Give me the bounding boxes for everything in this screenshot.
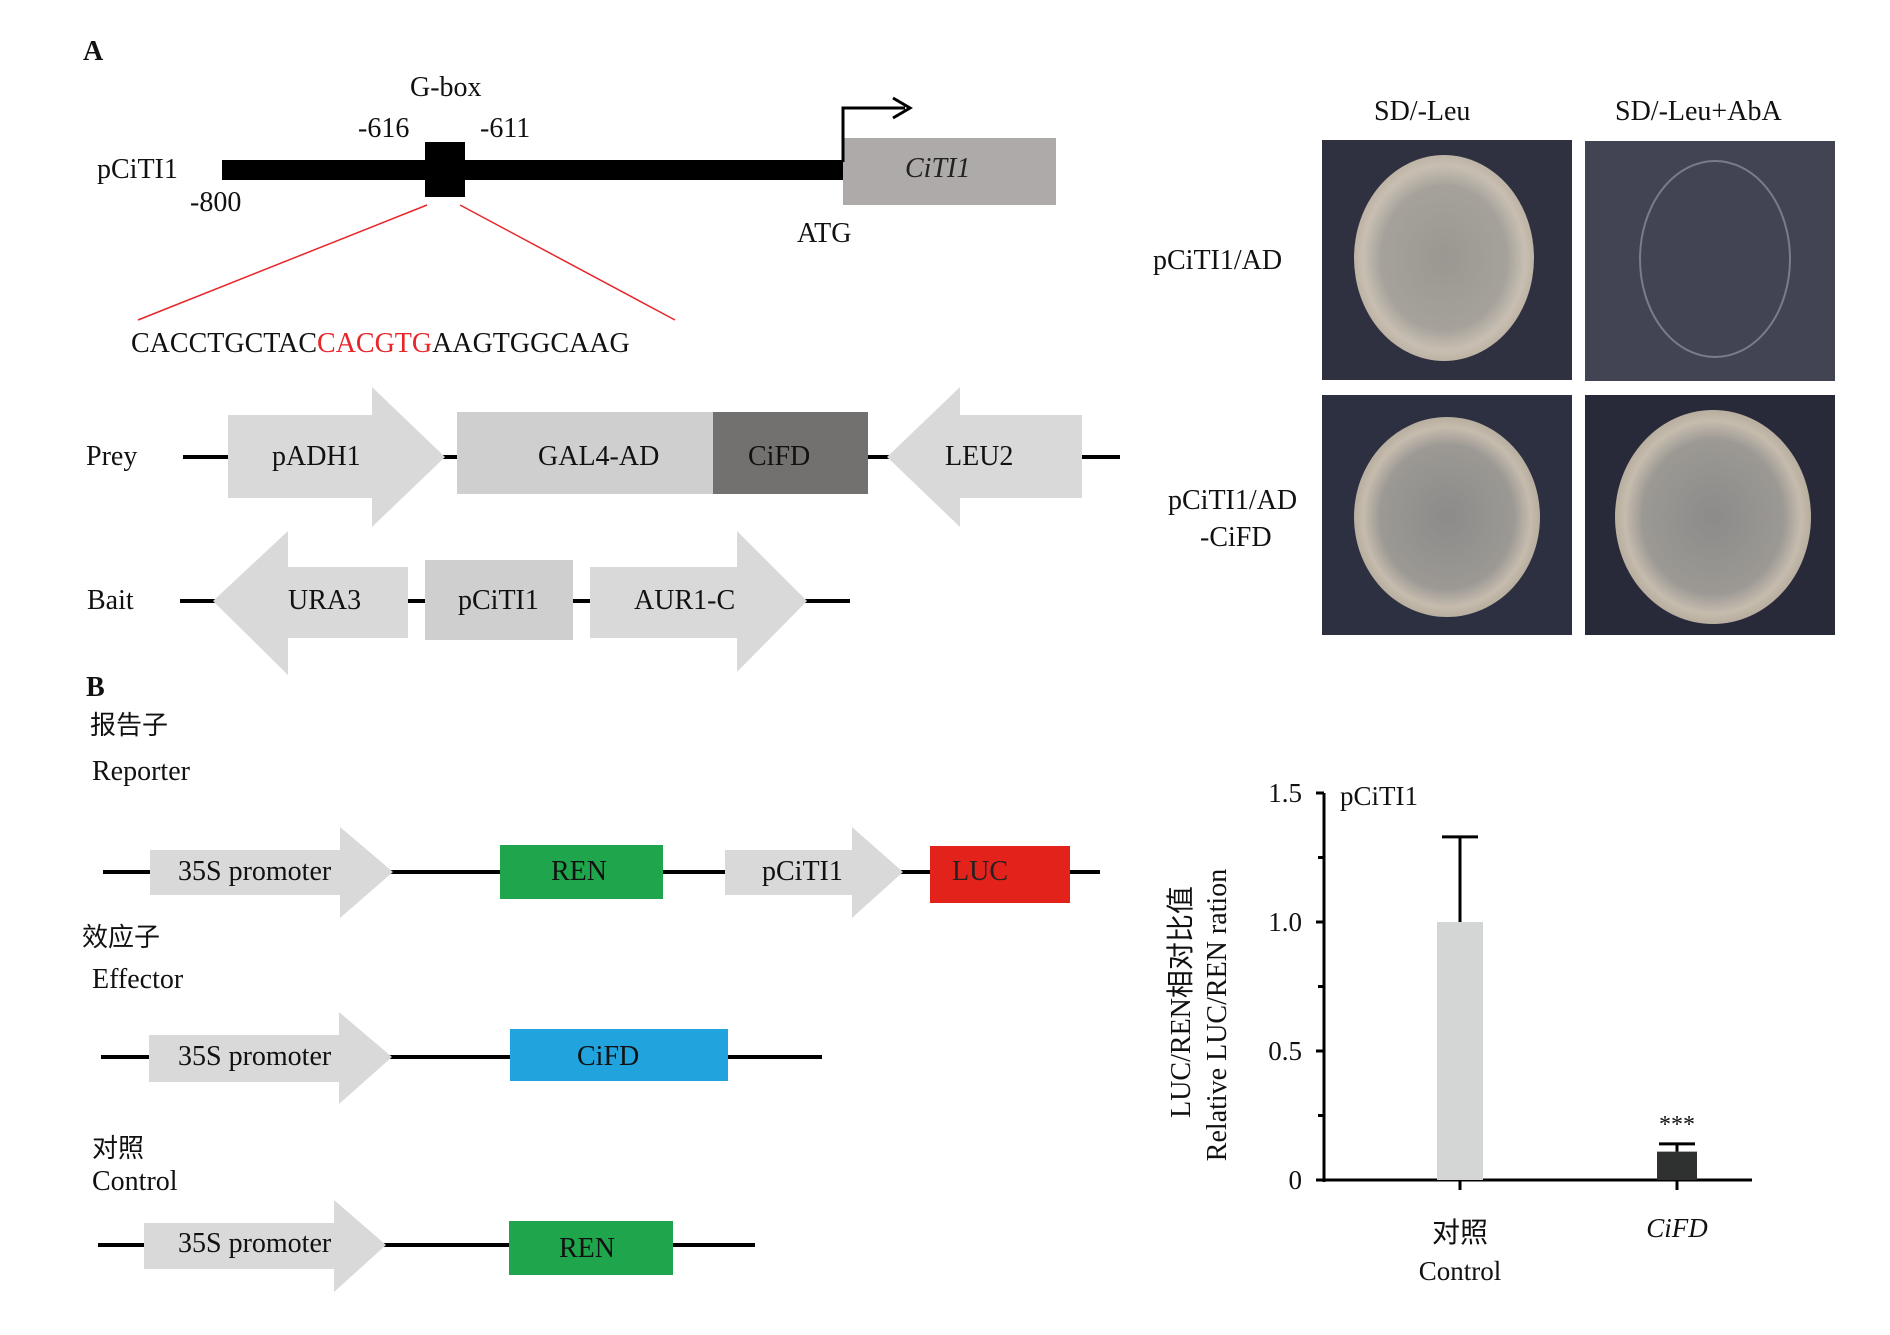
promoter-start-position: -800 bbox=[190, 187, 242, 218]
start-codon-label: ATG bbox=[797, 218, 852, 249]
effector-part-cifd: CiFD bbox=[577, 1041, 640, 1072]
effector-label-zh: 效应子 bbox=[82, 923, 161, 953]
y-tick-label: 0 bbox=[1289, 1165, 1303, 1195]
bait-pciti1-box bbox=[425, 560, 573, 640]
bait-part-aur1c: AUR1-C bbox=[634, 585, 736, 616]
control-label-en: Control bbox=[92, 1166, 178, 1197]
bar-control bbox=[1437, 922, 1483, 1180]
significance-marker: *** bbox=[1659, 1112, 1695, 1138]
sequence-suffix: AAGTGGCAAG bbox=[432, 328, 630, 359]
bait-ura3-arrow bbox=[213, 531, 408, 675]
panel-a-label: A bbox=[83, 36, 104, 67]
x-tick-label-control-en: Control bbox=[1419, 1256, 1502, 1286]
y-axis-label-zh: LUC/REN相对比值 bbox=[1165, 886, 1197, 1118]
transcription-start-arrow-icon bbox=[841, 106, 905, 162]
prey-bait-constructs bbox=[180, 387, 1120, 675]
plate-ad-sd-leu-aba bbox=[1585, 141, 1835, 381]
prey-part-leu2: LEU2 bbox=[945, 441, 1014, 472]
row-label-pciti1-ad: pCiTI1/AD bbox=[1153, 245, 1283, 276]
promoter-name: pCiTI1 bbox=[97, 154, 178, 185]
column-label-sd-leu-aba: SD/-Leu+AbA bbox=[1615, 96, 1782, 127]
promoter-diagram bbox=[137, 96, 1056, 321]
reporter-label-en: Reporter bbox=[92, 756, 190, 787]
gbox-element bbox=[425, 142, 465, 197]
gbox-sequence: CACCTGCTACCACGTGAAGTGGCAAG bbox=[131, 330, 630, 358]
reporter-label-zh: 报告子 bbox=[90, 711, 169, 741]
panel-b-constructs bbox=[98, 827, 1100, 1292]
plate-ad-cifd-sd-leu-aba bbox=[1585, 395, 1835, 635]
plate-ad-cifd-sd-leu bbox=[1322, 395, 1572, 635]
control-35s-arrow bbox=[144, 1200, 386, 1292]
bait-part-ura3: URA3 bbox=[288, 585, 362, 616]
effector-cifd-box bbox=[510, 1029, 728, 1081]
promoter-line bbox=[222, 160, 844, 180]
reporter-part-35s: 35S promoter bbox=[178, 856, 332, 887]
arrowhead-icon bbox=[892, 96, 913, 120]
reporter-luc-box bbox=[930, 846, 1070, 903]
zoom-line-left bbox=[137, 204, 428, 321]
reporter-part-ren: REN bbox=[551, 856, 607, 887]
prey-gal4ad-box bbox=[457, 412, 713, 494]
plate-ad-sd-leu bbox=[1322, 140, 1572, 380]
y-axis-label-en: Relative LUC/REN ration bbox=[1202, 869, 1233, 1161]
gene-name: CiTI1 bbox=[905, 153, 971, 184]
yeast-colony bbox=[1615, 410, 1811, 624]
gbox-start-position: -616 bbox=[358, 113, 410, 144]
effector-label-en: Effector bbox=[92, 964, 184, 995]
gbox-label: G-box bbox=[410, 72, 482, 103]
row-label-pciti1-ad-cifd-line1: pCiTI1/AD bbox=[1168, 485, 1298, 516]
effector-35s-arrow bbox=[149, 1012, 392, 1104]
sequence-motif: CACGTG bbox=[317, 328, 433, 359]
reporter-35s-arrow bbox=[150, 827, 393, 918]
column-label-sd-leu: SD/-Leu bbox=[1374, 96, 1471, 127]
bait-label: Bait bbox=[87, 585, 134, 616]
row-label-pciti1-ad-cifd-line2: -CiFD bbox=[1200, 522, 1272, 553]
gbox-end-position: -611 bbox=[480, 113, 531, 144]
panel-b-label: B bbox=[86, 672, 105, 703]
bait-aur1c-arrow bbox=[590, 531, 807, 672]
prey-part-padh1: pADH1 bbox=[272, 441, 361, 472]
gene-box bbox=[843, 138, 1056, 205]
prey-part-gal4ad: GAL4-AD bbox=[538, 441, 660, 472]
control-part-ren: REN bbox=[559, 1233, 615, 1264]
prey-leu2-arrow bbox=[887, 387, 1082, 527]
yeast-colony bbox=[1354, 417, 1540, 617]
reporter-part-pciti1: pCiTI1 bbox=[762, 856, 843, 887]
x-tick-label-cifd: CiFD bbox=[1646, 1213, 1708, 1243]
bar-cifd bbox=[1657, 1151, 1697, 1180]
control-label-zh: 对照 bbox=[92, 1134, 145, 1164]
control-ren-box bbox=[509, 1221, 673, 1275]
chart-title: pCiTI1 bbox=[1340, 781, 1418, 811]
control-part-35s: 35S promoter bbox=[178, 1228, 332, 1259]
yeast-colony bbox=[1354, 155, 1534, 361]
reporter-part-luc: LUC bbox=[952, 856, 1008, 887]
y-tick-label: 1.5 bbox=[1268, 778, 1302, 808]
bait-part-pciti1: pCiTI1 bbox=[458, 585, 539, 616]
zoom-line-right bbox=[459, 204, 676, 321]
empty-colony-ring bbox=[1639, 160, 1791, 358]
x-tick-label-control-zh: 对照 bbox=[1432, 1217, 1488, 1249]
y-tick-label: 1.0 bbox=[1268, 907, 1302, 937]
prey-cifd-box bbox=[713, 412, 868, 494]
prey-label: Prey bbox=[86, 441, 138, 472]
sequence-prefix: CACCTGCTAC bbox=[131, 328, 318, 359]
prey-padh1-arrow bbox=[228, 387, 445, 527]
reporter-pciti1-arrow bbox=[725, 827, 903, 918]
effector-part-35s: 35S promoter bbox=[178, 1041, 332, 1072]
prey-part-cifd: CiFD bbox=[748, 441, 811, 472]
y-tick-label: 0.5 bbox=[1268, 1036, 1302, 1066]
reporter-ren-box bbox=[500, 845, 663, 899]
